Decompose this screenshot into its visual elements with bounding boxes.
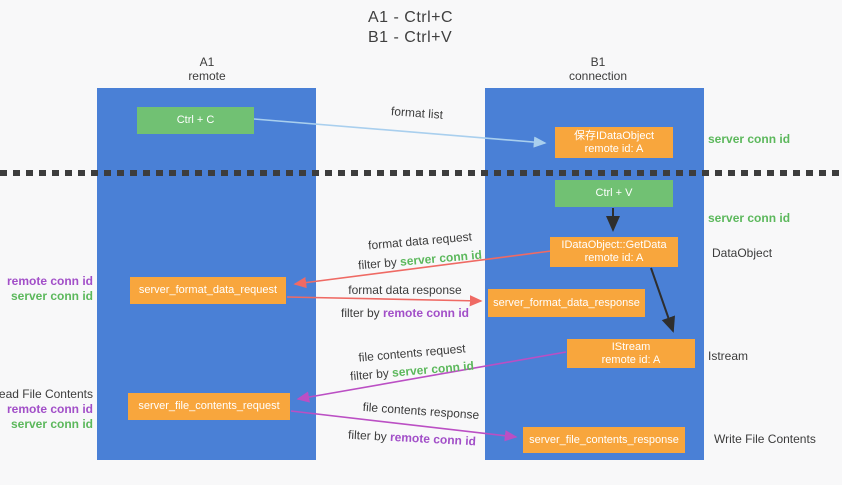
- format-data-response-label: format data response: [348, 283, 462, 297]
- read-file-contents-label: Read File Contents: [0, 387, 93, 401]
- left-read-file-stack: Read File Contents remote conn id server…: [0, 387, 93, 432]
- format-data-request-arrow: [293, 250, 552, 289]
- lane-a1-name: A1: [199, 55, 215, 69]
- file-contents-response-arrow: [290, 410, 518, 442]
- ctrl-v-label: Ctrl + V: [595, 187, 633, 199]
- filter-by-remote-conn-id-label-1: filter by remote conn id: [341, 306, 469, 320]
- title-line-1: A1 - Ctrl+C: [368, 9, 454, 26]
- filter-by-text: filter by: [340, 306, 383, 320]
- remote-conn-id-text: remote conn id: [383, 306, 470, 320]
- idataobject-getdata-box: IDataObject::GetData remote id: A: [550, 237, 678, 267]
- server-format-data-response-box: server_format_data_response: [488, 289, 645, 317]
- dotted-separator-line: [0, 170, 842, 176]
- remote-conn-id-label: remote conn id: [6, 274, 93, 288]
- istream-line2: remote id: A: [601, 353, 661, 366]
- server-conn-id-label: server conn id: [10, 289, 93, 303]
- ctrl-v-box: Ctrl + V: [555, 180, 673, 207]
- getdata-line1: IDataObject::GetData: [561, 239, 667, 251]
- filter-by-text: filter by: [347, 427, 391, 444]
- server-format-data-response-label: server_format_data_response: [493, 296, 640, 309]
- file-contents-request-arrow: [296, 351, 567, 403]
- ctrl-c-label: Ctrl + C: [176, 114, 215, 126]
- istream-side-label: Istream: [708, 349, 749, 363]
- remote-conn-id-label: remote conn id: [6, 402, 93, 416]
- diagram-title: A1 - Ctrl+C B1 - Ctrl+V: [368, 8, 453, 48]
- server-format-data-request-label: server_format_data_request: [138, 284, 278, 296]
- server-conn-id-label-top: server conn id: [708, 132, 791, 146]
- lane-b1-name: B1: [590, 55, 606, 69]
- format-list-arrow: [253, 118, 547, 148]
- server-conn-id-label-mid: server conn id: [708, 211, 791, 225]
- save-idataobject-line2: remote id: A: [584, 142, 644, 155]
- save-idataobject-box: 保存IDataObject remote id: A: [555, 127, 673, 158]
- server-file-contents-response-box: server_file_contents_response: [523, 427, 685, 453]
- lane-header-a1: A1 remote: [147, 55, 267, 83]
- format-data-response-arrow: [286, 295, 483, 307]
- save-idataobject-line1: 保存IDataObject: [573, 129, 655, 142]
- ctrl-c-box: Ctrl + C: [137, 107, 254, 134]
- getdata-to-istream-arrow: [650, 267, 675, 333]
- lane-b1-role: connection: [568, 69, 628, 83]
- left-conn-id-stack-1: remote conn id server conn id: [7, 274, 93, 304]
- getdata-line2: remote id: A: [584, 252, 644, 264]
- server-conn-id-label: server conn id: [10, 417, 93, 431]
- server-format-data-request-box: server_format_data_request: [130, 277, 286, 304]
- server-file-contents-response-label: server_file_contents_response: [529, 433, 679, 446]
- title-line-2: B1 - Ctrl+V: [368, 29, 453, 46]
- server-file-contents-request-box: server_file_contents_request: [128, 393, 290, 420]
- write-file-contents-label: Write File Contents: [714, 432, 816, 446]
- dataobject-label: DataObject: [712, 246, 773, 260]
- server-file-contents-request-label: server_file_contents_request: [138, 400, 280, 412]
- istream-line1: IStream: [611, 340, 651, 353]
- lane-header-b1: B1 connection: [538, 55, 658, 83]
- lane-a1-role: remote: [188, 69, 226, 83]
- istream-box: IStream remote id: A: [567, 339, 695, 368]
